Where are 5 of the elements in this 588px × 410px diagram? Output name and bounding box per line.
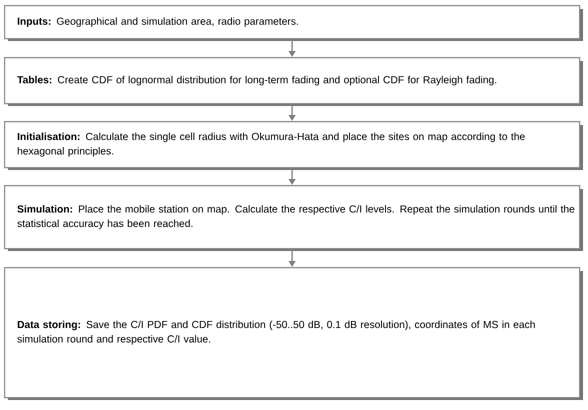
process-box: Initialisation: Calculate the single cell radius with Okumura-Hata and place the sites on map according to the hexagonal principles. [4,121,583,170]
process-box: Tables: Create CDF of lognormal distribution for long-term fading and optional CDF for Rayleigh fading. [4,57,583,106]
process-box: Simulation: Place the mobile station on map. Calculate the respective C/I levels. Repeat the simulation rounds until the statistical accuracy has been reached. [4,185,583,251]
process-box: Inputs: Geographical and simulation area, radio parameters. [4,5,583,41]
process-box: Data storing: Save the C/I PDF and CDF distribution (-50..50 dB, 0.1 dB resolution), coordinates of MS in each simulation round and respective C/I value. [4,267,583,400]
